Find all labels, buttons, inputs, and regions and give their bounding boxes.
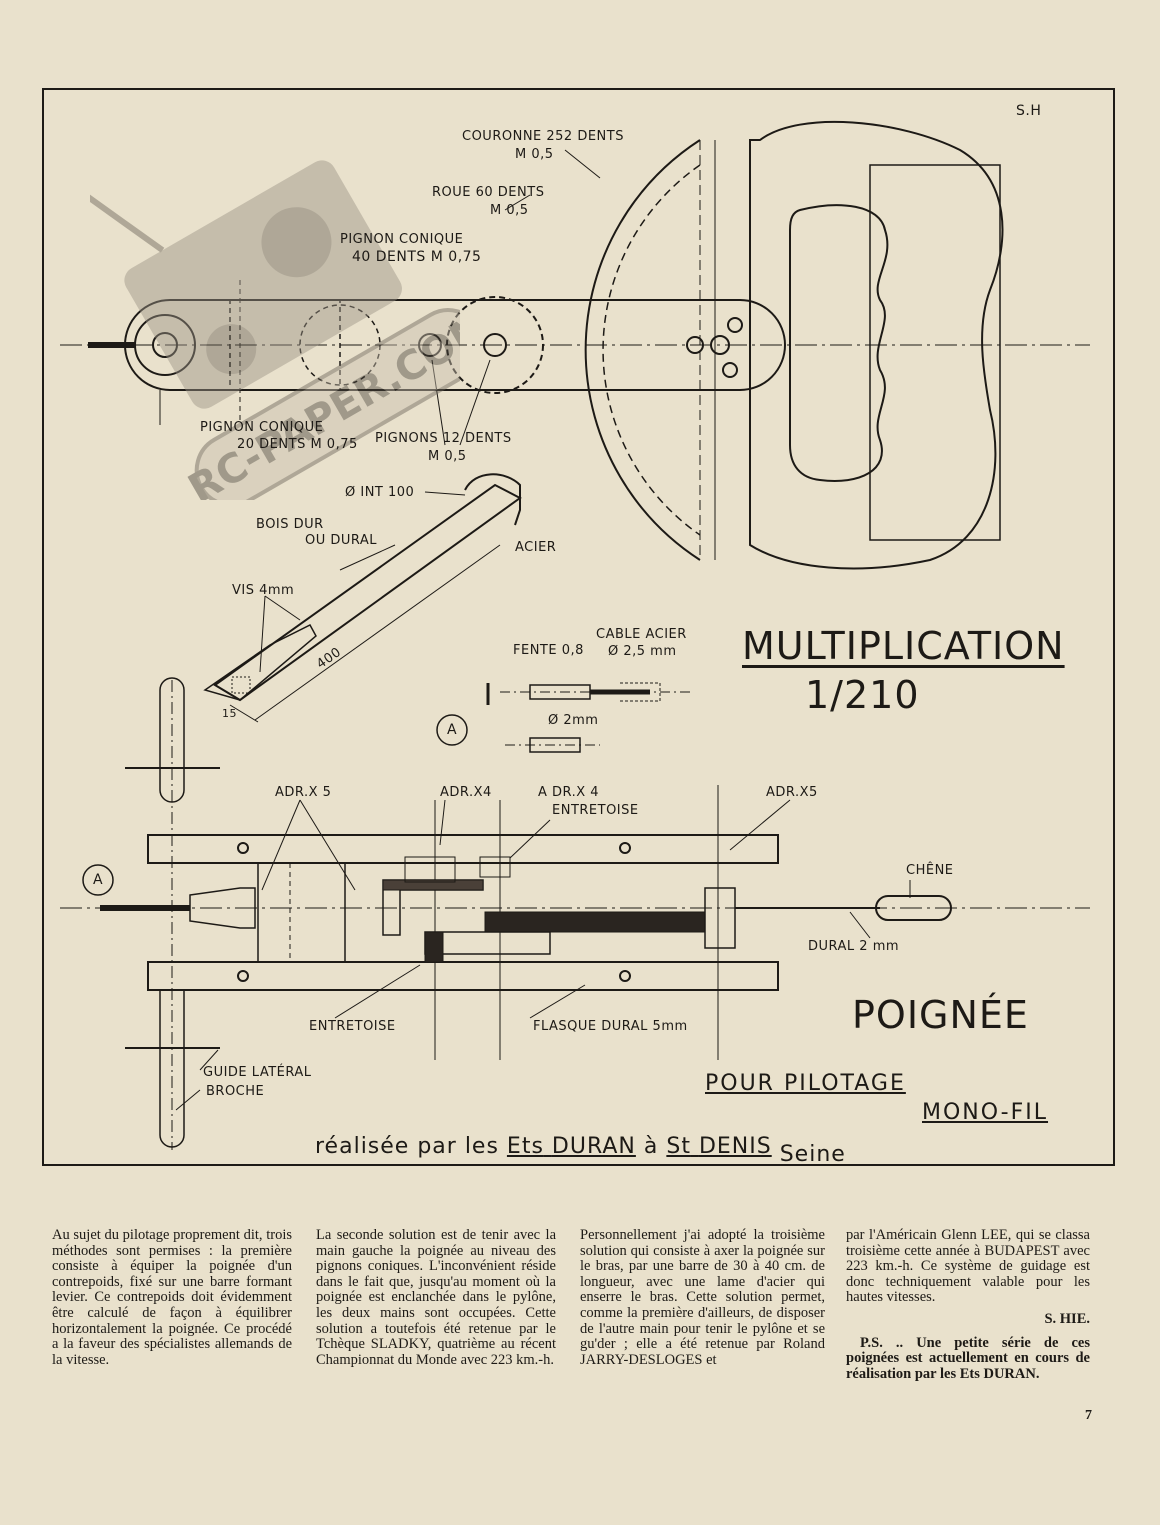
label-adr-x5-left: ADR.X 5 <box>275 785 332 800</box>
label-pignon-40-a: PIGNON CONIQUE <box>340 232 464 247</box>
credit-ets: Ets <box>506 1134 544 1159</box>
label-roue-m: M 0,5 <box>490 203 529 218</box>
label-couronne-m: M 0,5 <box>515 147 554 162</box>
label-guide-lateral: GUIDE LATÉRAL <box>203 1065 312 1080</box>
article-column-3: Personnellement j'ai adopté la troisième… <box>580 1227 825 1368</box>
title-multiplication: MULTIPLICATION <box>742 624 1065 668</box>
label-broche: BROCHE <box>206 1084 265 1099</box>
label-entretoise-bottom: ENTRETOISE <box>309 1019 396 1034</box>
article-paragraph-3: Personnellement j'ai adopté la troisième… <box>580 1227 825 1368</box>
article-paragraph-4: par l'Américain Glenn LEE, qui se classa… <box>846 1227 1090 1306</box>
credit-line: réalisée par les Ets DURAN à St DENIS Se… <box>315 1134 846 1166</box>
label-vis: VIS 4mm <box>232 583 295 598</box>
article-signature: S. HIE. <box>1044 1310 1090 1327</box>
credit-prefix: réalisée par les <box>315 1134 499 1159</box>
label-bois-dur: BOIS DUR <box>256 517 324 532</box>
label-fente: FENTE 0,8 <box>513 643 584 658</box>
label-entretoise-top: ENTRETOISE <box>552 803 639 818</box>
credit-denis: DENIS <box>698 1134 772 1159</box>
label-ou-dural: OU DURAL <box>305 533 378 548</box>
label-acier: ACIER <box>515 540 557 555</box>
label-roue: ROUE 60 DENTS <box>432 185 545 200</box>
label-pignon-20-b: 20 DENTS M 0,75 <box>237 437 358 452</box>
credit-st: St <box>666 1134 691 1159</box>
handle-outline <box>749 120 1004 570</box>
label-cable-acier: CABLE ACIER <box>596 627 687 642</box>
marker-a-top: A <box>447 722 458 738</box>
label-pignon-40-b: 40 DENTS M 0,75 <box>352 249 482 265</box>
title-poignee: POIGNÉE <box>852 993 1029 1037</box>
label-pignon-20-a: PIGNON CONIQUE <box>200 420 324 435</box>
credit-duran: DURAN <box>551 1134 636 1159</box>
label-pignons-12: PIGNONS 12 DENTS <box>375 431 512 446</box>
article-column-1: Au sujet du pilotage proprement dit, tro… <box>52 1227 292 1368</box>
credit-seine: Seine <box>779 1142 846 1167</box>
credit-ets-duran: Ets DURAN <box>507 1134 636 1159</box>
article-column-2: La seconde solution est de tenir avec la… <box>316 1227 556 1368</box>
title-ratio: 1/210 <box>805 673 920 717</box>
article-column-4: par l'Américain Glenn LEE, qui se classa… <box>846 1227 1090 1382</box>
watermark-logo: RC-PAPER.COM <box>90 160 460 500</box>
label-adr-x5-right: ADR.X5 <box>766 785 818 800</box>
credit-a: à <box>643 1134 659 1159</box>
label-adr-x4-2: A DR.X 4 <box>538 785 600 800</box>
label-couronne: COURONNE 252 DENTS <box>462 129 624 144</box>
label-chene: CHÊNE <box>906 863 954 878</box>
article-postscript: P.S. .. Une petite série de ces poignées… <box>846 1334 1090 1382</box>
subtitle-mono-fil: MONO-FIL <box>922 1100 1049 1125</box>
page-number: 7 <box>1085 1408 1092 1423</box>
label-cable-diam: Ø 2,5 mm <box>608 644 677 659</box>
subtitle-pour-pilotage: POUR PILOTAGE <box>705 1071 906 1096</box>
article-paragraph-2: La seconde solution est de tenir avec la… <box>316 1227 556 1368</box>
label-dim-15: 15 <box>222 707 237 720</box>
initials-label: S.H <box>1016 103 1042 119</box>
credit-st-denis: St DENIS <box>666 1134 771 1159</box>
label-adr-x4-1: ADR.X4 <box>440 785 492 800</box>
article-paragraph-1: Au sujet du pilotage proprement dit, tro… <box>52 1227 292 1368</box>
label-int-100: Ø INT 100 <box>345 485 415 500</box>
marker-a-bottom: A <box>93 872 104 888</box>
label-pignons-12-m: M 0,5 <box>428 449 467 464</box>
drawing-frame <box>42 88 1115 1166</box>
label-flasque: FLASQUE DURAL 5mm <box>533 1019 688 1034</box>
arm-bar <box>124 299 786 391</box>
label-dural-2mm: DURAL 2 mm <box>808 939 900 954</box>
label-diam-2mm: Ø 2mm <box>548 713 599 728</box>
